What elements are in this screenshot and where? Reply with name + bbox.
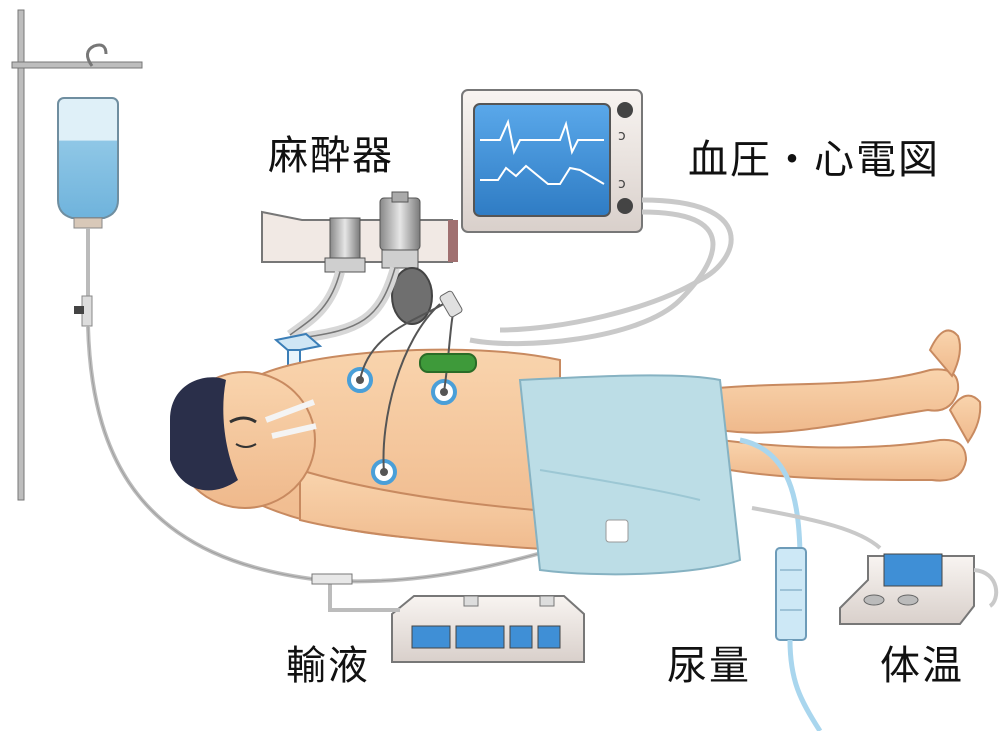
pulse-oximeter-clip — [420, 354, 476, 372]
urine-volume-label: 尿量 — [667, 646, 751, 686]
body-temperature-label: 体温 — [880, 646, 964, 686]
sheet — [520, 375, 740, 574]
iv-site-tape — [606, 520, 628, 542]
iv-pole — [12, 10, 142, 500]
anesthesia-machine-label: 麻酔器 — [268, 136, 394, 176]
svg-text:ɔ: ɔ — [618, 128, 626, 144]
bp-ecg-label: 血圧・心電図 — [688, 140, 940, 180]
iv-bag — [58, 98, 118, 326]
bp-ecg-monitor: ɔ ɔ — [462, 90, 642, 232]
urine-collection — [740, 440, 820, 731]
breathing-bag — [392, 268, 432, 324]
svg-text:ɔ: ɔ — [618, 176, 626, 192]
infusion-label: 輸液 — [286, 646, 370, 686]
